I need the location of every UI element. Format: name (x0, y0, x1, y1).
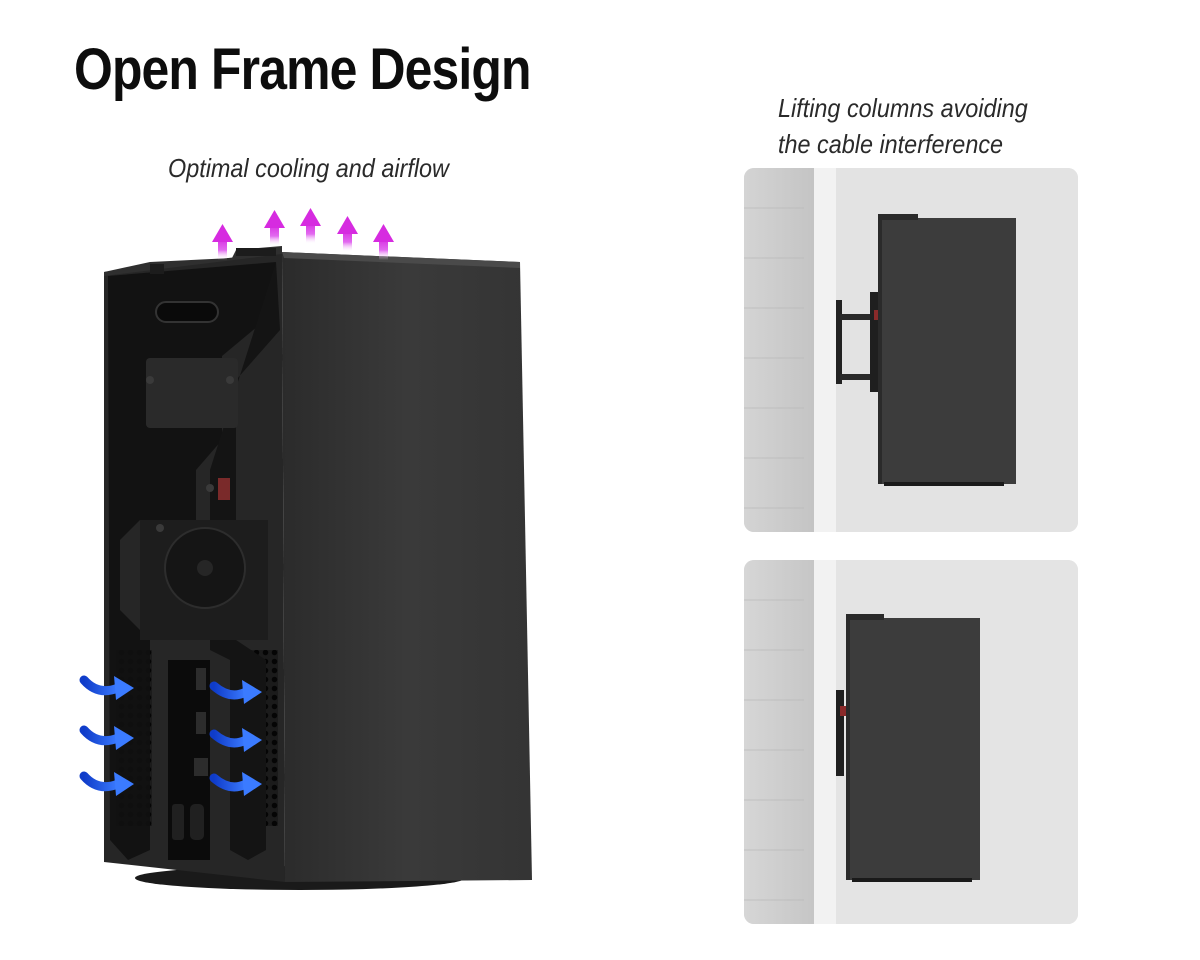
lifting-caption: Lifting columns avoiding the cable inter… (778, 90, 1028, 162)
label-plate (146, 358, 238, 428)
intake-arrow-icon (79, 675, 134, 700)
intake-arrow-icon (209, 772, 262, 796)
lifting-caption-line2: the cable interference (778, 129, 1004, 159)
exhaust-arrow-icon (300, 208, 321, 244)
console-mount-illustration (79, 208, 532, 890)
brick-wall (744, 560, 814, 924)
exhaust-arrow-icon (264, 210, 285, 246)
console-side-panel (282, 252, 532, 882)
exhaust-arrow-icon (337, 216, 358, 252)
console-body (846, 618, 980, 880)
cooling-caption: Optimal cooling and airflow (168, 153, 449, 183)
intake-arrow-icon (79, 771, 134, 796)
intake-arrow-icon (209, 680, 262, 704)
intake-arrows (79, 675, 262, 796)
wall-mount-extended-view (744, 168, 1078, 532)
exhaust-arrows (212, 208, 394, 260)
handle-slot (155, 301, 219, 323)
mount-arm (840, 314, 876, 320)
console-body (878, 218, 1016, 484)
exhaust-arrow-icon (212, 224, 233, 260)
mount-arm (836, 690, 844, 776)
intake-arrow-icon (209, 728, 262, 752)
wall-mount-retracted-view (744, 560, 1078, 924)
intake-arrow-icon (79, 725, 134, 750)
exhaust-arrow-icon (373, 224, 394, 260)
page-title: Open Frame Design (74, 37, 531, 102)
lifting-caption-line1: Lifting columns avoiding (778, 93, 1028, 123)
brick-wall (744, 168, 814, 532)
